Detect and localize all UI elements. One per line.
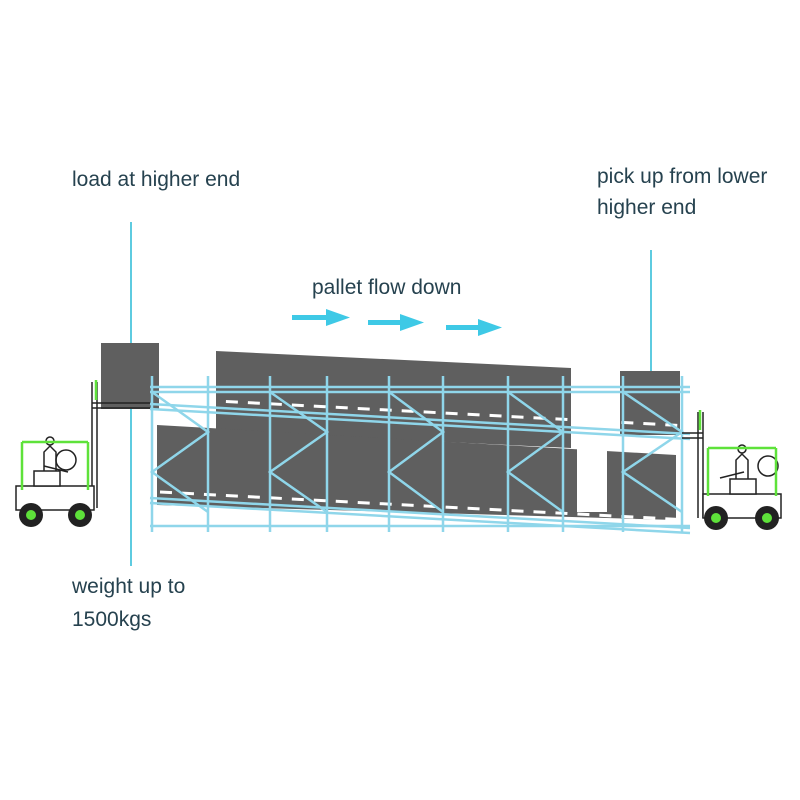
pallet-load-lower-level (157, 425, 676, 520)
label-load-at-higher-end: load at higher end (72, 168, 241, 191)
pallet-loads (101, 343, 680, 520)
label-pick-up-line-2: higher end (597, 196, 697, 219)
forklift-icon (15, 380, 150, 527)
pallet-gap (577, 446, 607, 512)
pallet-load-upper-level (216, 351, 571, 448)
forklift-wheel (704, 506, 779, 530)
roller-lanes (159, 396, 691, 522)
flow-arrows (292, 309, 502, 336)
right-arrow-icon (292, 309, 350, 326)
forklift-icon (682, 410, 782, 530)
label-pallet-flow-down: pallet flow down (312, 276, 462, 299)
right-arrow-icon (446, 319, 502, 336)
label-weight-line-1: weight up to (72, 575, 186, 598)
label-pick-up-line-1: pick up from lower (597, 165, 768, 188)
label-weight-line-2: 1500kgs (72, 608, 152, 631)
rack-frame (149, 376, 691, 535)
right-arrow-icon (368, 314, 424, 331)
leader-lines (130, 222, 652, 566)
pallet-being-loaded (101, 343, 159, 409)
forklift-wheel (19, 503, 92, 527)
